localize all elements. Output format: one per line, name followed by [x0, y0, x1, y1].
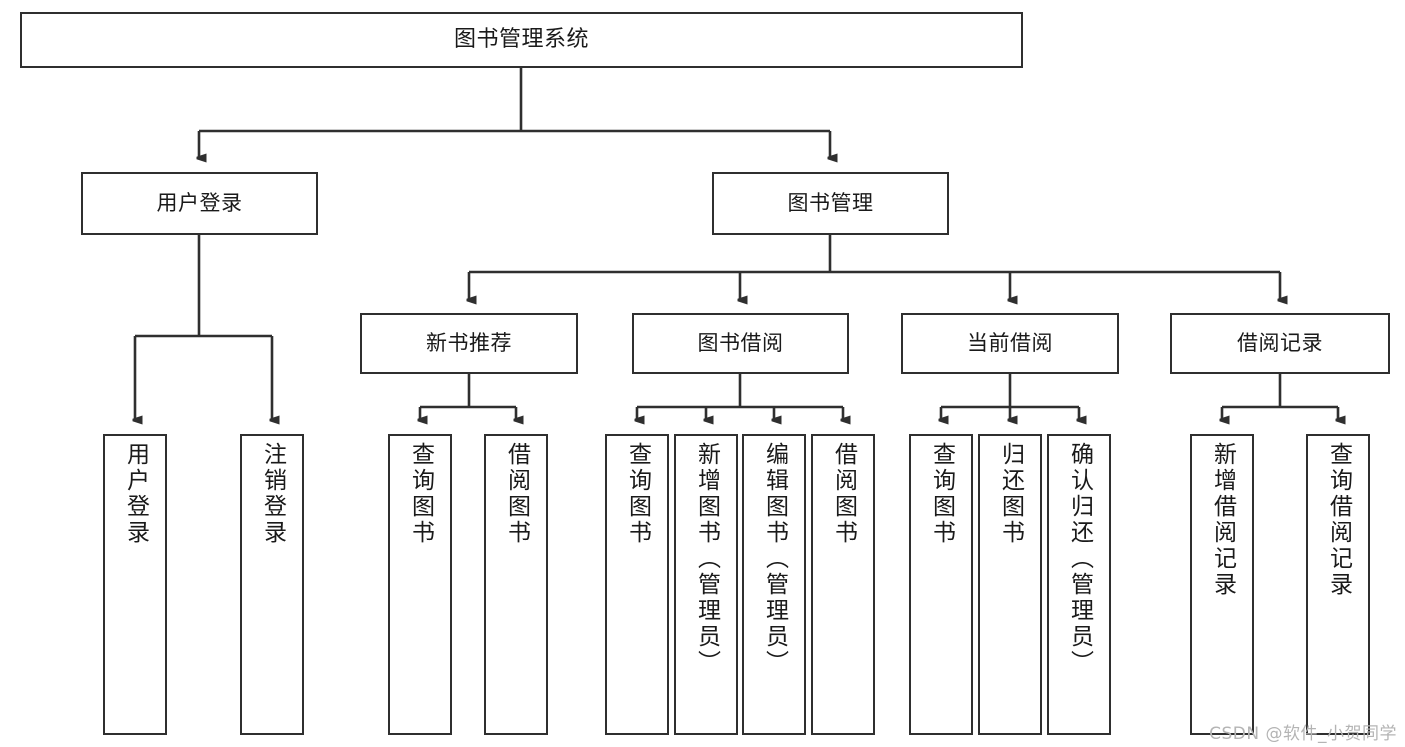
leaf-borrow-books[interactable]: 借阅图书 [811, 434, 875, 735]
node-user-login[interactable]: 用户登录 [81, 172, 318, 235]
node-label: 用户登录 [156, 191, 243, 216]
leaf-query-borrow-record[interactable]: 查询借阅记录 [1306, 434, 1370, 735]
node-label: 图书借阅 [697, 331, 784, 356]
node-label: 当前借阅 [967, 331, 1053, 356]
node-label: 注销登录 [259, 442, 286, 546]
leaf-query-books-current[interactable]: 查询图书 [909, 434, 973, 735]
node-label: 新增借阅记录 [1209, 442, 1236, 598]
node-current-borrow[interactable]: 当前借阅 [901, 313, 1119, 374]
node-book-management[interactable]: 图书管理 [712, 172, 949, 235]
leaf-add-borrow-record[interactable]: 新增借阅记录 [1190, 434, 1254, 735]
csdn-watermark: CSDN @软件_小贺同学 [1209, 724, 1397, 744]
leaf-confirm-return-admin[interactable]: 确认归还（管理员） [1047, 434, 1111, 735]
node-label: 借阅图书 [830, 442, 857, 546]
leaf-user-login[interactable]: 用户登录 [103, 434, 167, 735]
leaf-borrow-books-recommend[interactable]: 借阅图书 [484, 434, 548, 735]
node-label: 图书管理 [787, 191, 874, 216]
node-label: 图书管理系统 [453, 27, 589, 53]
node-label: 查询图书 [624, 442, 651, 546]
node-label: 编辑图书（管理员） [761, 442, 788, 676]
node-book-borrow[interactable]: 图书借阅 [632, 313, 849, 374]
node-label: 确认归还（管理员） [1066, 442, 1093, 676]
node-label: 用户登录 [122, 442, 149, 546]
node-label: 新增图书（管理员） [693, 442, 720, 676]
node-borrow-record[interactable]: 借阅记录 [1170, 313, 1390, 374]
leaf-add-book-admin[interactable]: 新增图书（管理员） [674, 434, 738, 735]
node-new-book-recommend[interactable]: 新书推荐 [360, 313, 578, 374]
leaf-edit-book-admin[interactable]: 编辑图书（管理员） [742, 434, 806, 735]
node-label: 查询图书 [407, 442, 434, 546]
node-label: 借阅图书 [503, 442, 530, 546]
leaf-logout[interactable]: 注销登录 [240, 434, 304, 735]
node-label: 查询借阅记录 [1325, 442, 1352, 598]
node-root-system[interactable]: 图书管理系统 [20, 12, 1023, 68]
leaf-query-books-recommend[interactable]: 查询图书 [388, 434, 452, 735]
node-label: 借阅记录 [1237, 331, 1323, 356]
node-label: 查询图书 [928, 442, 955, 546]
node-label: 归还图书 [997, 442, 1024, 546]
leaf-query-books-borrow[interactable]: 查询图书 [605, 434, 669, 735]
leaf-return-books[interactable]: 归还图书 [978, 434, 1042, 735]
node-label: 新书推荐 [426, 331, 512, 356]
